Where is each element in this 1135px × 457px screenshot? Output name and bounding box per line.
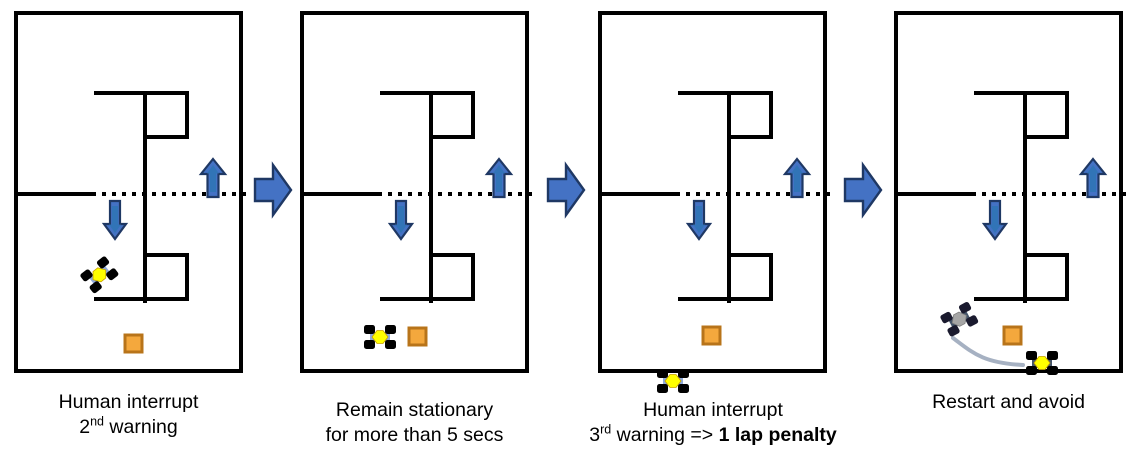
panel-3-car-outside xyxy=(655,368,695,398)
orange-obstacle xyxy=(1002,325,1023,346)
panel-2-arena xyxy=(300,11,533,373)
flow-arrow-2 xyxy=(546,161,586,219)
panel-1-ordinal-number: 2 xyxy=(79,416,91,438)
flow-arrow-3 xyxy=(843,161,883,219)
panel-2-caption-line-1: Remain stationary xyxy=(335,399,494,421)
panel-4 xyxy=(894,11,1127,375)
panel-2-caption: Remain stationary for more than 5 secs xyxy=(292,398,537,448)
panel-2-track xyxy=(304,91,533,349)
panel-3-caption-line-2: 3rd warning => 1 lap penalty xyxy=(568,423,858,448)
robot-car-ghost xyxy=(940,301,979,337)
up-arrow xyxy=(484,157,514,199)
down-arrow xyxy=(685,199,713,241)
panel-1-track xyxy=(18,91,247,354)
panel-4-arena xyxy=(894,11,1127,375)
trajectory-path xyxy=(951,336,1025,367)
orange-obstacle xyxy=(123,333,144,354)
robot-car-outside xyxy=(657,369,689,393)
panel-1 xyxy=(14,11,247,373)
panel-1-arena xyxy=(14,11,247,373)
up-arrow xyxy=(198,157,228,199)
orange-obstacle xyxy=(407,326,428,347)
panel-3-caption: Human interrupt 3rd warning => 1 lap pen… xyxy=(568,398,858,448)
panel-1-caption-tail: warning xyxy=(104,416,178,438)
orange-obstacle xyxy=(701,325,722,346)
down-arrow xyxy=(387,199,415,241)
down-arrow xyxy=(981,199,1009,241)
panel-1-ordinal-suffix: nd xyxy=(90,414,105,429)
panel-1-caption: Human interrupt 2nd warning xyxy=(14,390,243,440)
panel-3 xyxy=(598,11,831,373)
up-arrow xyxy=(782,157,812,199)
up-arrow xyxy=(1078,157,1108,199)
panel-2 xyxy=(300,11,533,373)
panel-3-penalty-text: 1 lap penalty xyxy=(718,424,837,446)
panel-4-caption-line-1: Restart and avoid xyxy=(932,391,1085,413)
panel-4-track xyxy=(898,91,1127,375)
flow-arrow-1 xyxy=(253,161,293,219)
robot-car xyxy=(80,256,119,294)
panel-1-caption-line-2: 2nd warning xyxy=(14,415,243,440)
robot-car xyxy=(364,325,396,349)
panel-2-caption-line-2: for more than 5 secs xyxy=(325,424,504,446)
panel-3-track xyxy=(602,91,831,346)
panel-3-ordinal-suffix: rd xyxy=(600,422,612,437)
panel-3-arena xyxy=(598,11,831,373)
panel-3-ordinal-number: 3 xyxy=(589,424,601,446)
panel-1-caption-line-1: Human interrupt xyxy=(58,391,199,413)
panel-4-caption: Restart and avoid xyxy=(894,390,1123,415)
down-arrow xyxy=(101,199,129,241)
panel-3-caption-tail: warning => xyxy=(611,424,719,446)
panel-3-caption-line-1: Human interrupt xyxy=(643,399,783,421)
robot-car xyxy=(1026,351,1058,375)
